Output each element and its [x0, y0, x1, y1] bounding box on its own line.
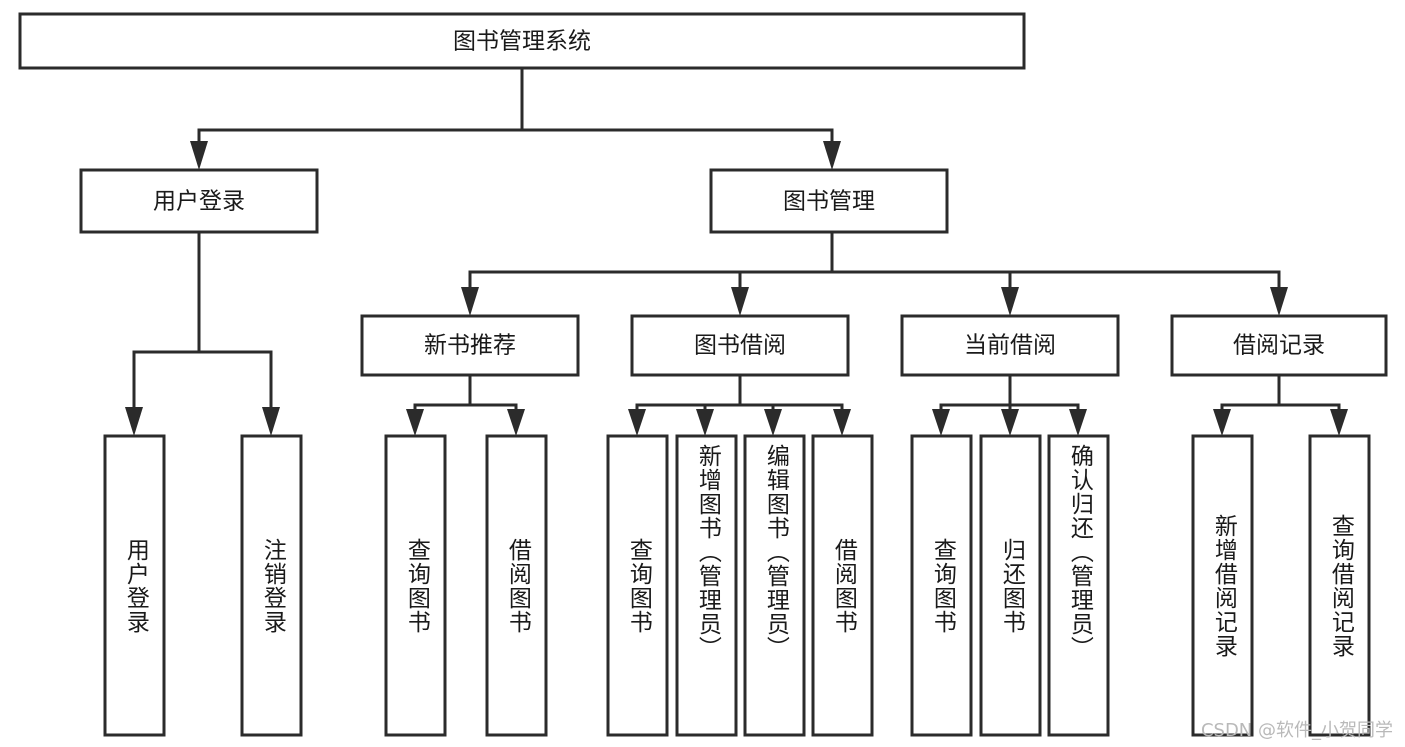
watermark: CSDN @软件_小贺同学 — [1200, 720, 1393, 741]
node-current-borrow-label: 当前借阅 — [964, 333, 1056, 359]
connector-new-book-rec-to-leaves — [406, 373, 525, 436]
node-new-book-rec-label: 新书推荐 — [424, 333, 516, 359]
node-root-label: 图书管理系统 — [453, 29, 591, 55]
leaf-box[interactable] — [485, 434, 548, 737]
leaf-box[interactable] — [675, 434, 738, 737]
connector-book-borrow-to-leaves — [628, 373, 851, 436]
leaf-boxes-current-borrow — [910, 434, 1110, 737]
leaf-boxes-new-book-rec — [384, 434, 548, 737]
node-borrow-record-label: 借阅记录 — [1233, 333, 1325, 359]
leaf-box[interactable] — [606, 434, 669, 737]
leaf-box[interactable] — [979, 434, 1042, 737]
node-borrow-record[interactable]: 借阅记录 — [1170, 314, 1388, 377]
node-user-login[interactable]: 用户登录 — [79, 168, 319, 234]
node-book-manage[interactable]: 图书管理 — [709, 168, 949, 234]
leaf-boxes-book-borrow — [606, 434, 874, 737]
connector-book-manage-to-level3 — [461, 230, 1288, 316]
connector-root-to-level2 — [190, 66, 841, 170]
connector-current-borrow-to-leaves — [932, 373, 1087, 436]
leaf-box[interactable] — [910, 434, 973, 737]
leaf-boxes-user-login — [103, 434, 303, 737]
node-book-manage-label: 图书管理 — [783, 189, 875, 215]
node-book-borrow-label: 图书借阅 — [694, 333, 786, 359]
leaf-box[interactable] — [240, 434, 303, 737]
connector-user-login-to-leaves — [125, 230, 280, 436]
node-current-borrow[interactable]: 当前借阅 — [900, 314, 1120, 377]
leaf-box[interactable] — [1047, 434, 1110, 737]
node-book-borrow[interactable]: 图书借阅 — [630, 314, 850, 377]
leaf-box[interactable] — [743, 434, 806, 737]
leaf-box[interactable] — [811, 434, 874, 737]
leaf-box[interactable] — [1308, 434, 1371, 737]
node-new-book-rec[interactable]: 新书推荐 — [360, 314, 580, 377]
leaf-box[interactable] — [103, 434, 166, 737]
node-root[interactable]: 图书管理系统 — [18, 12, 1026, 70]
leaf-boxes-borrow-record — [1191, 434, 1371, 737]
leaf-box[interactable] — [1191, 434, 1254, 737]
node-user-login-label: 用户登录 — [153, 189, 245, 215]
leaf-box[interactable] — [384, 434, 447, 737]
connector-borrow-record-to-leaves — [1213, 373, 1348, 436]
